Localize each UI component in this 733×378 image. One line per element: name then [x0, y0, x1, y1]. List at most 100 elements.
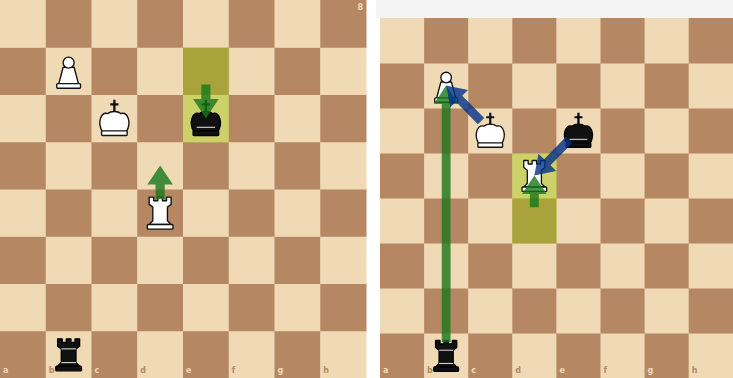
board-square	[380, 288, 425, 334]
board-square	[556, 18, 601, 64]
board-square	[275, 284, 321, 332]
board-square	[601, 333, 646, 378]
coordinate-label: b	[427, 366, 433, 375]
board-square	[137, 95, 183, 143]
board-square	[689, 288, 733, 334]
board-square	[320, 0, 366, 48]
move-arrow	[147, 165, 173, 199]
board-square	[137, 236, 183, 284]
rook-piece	[56, 339, 82, 371]
board-square	[320, 284, 366, 332]
board-square	[46, 0, 92, 48]
board-square	[137, 331, 183, 378]
board-square	[320, 95, 366, 143]
board-square	[92, 331, 138, 378]
board-square	[46, 95, 92, 143]
board-square	[424, 18, 469, 64]
board-square	[0, 142, 46, 190]
board-square	[645, 333, 690, 378]
board-square	[601, 288, 646, 334]
board-square	[380, 153, 425, 199]
board-square	[275, 331, 321, 378]
rook-piece	[434, 341, 459, 372]
coordinate-label: c	[471, 366, 476, 375]
board-square	[320, 236, 366, 284]
move-arrow	[522, 176, 547, 208]
coordinate-label: g	[278, 366, 284, 375]
board-square	[601, 63, 646, 109]
coordinate-label: e	[559, 366, 564, 375]
rook-piece	[147, 197, 173, 229]
board-square	[601, 18, 646, 64]
board-square	[46, 142, 92, 190]
pawn-piece	[57, 57, 81, 88]
board-square	[556, 198, 601, 244]
board-square	[183, 0, 229, 48]
board-square	[380, 63, 425, 109]
coordinate-label: f	[232, 366, 235, 375]
coordinate-label: h	[692, 366, 698, 375]
coordinate-label: c	[95, 366, 100, 375]
board-square	[229, 331, 275, 378]
board-square	[46, 189, 92, 237]
board-square	[645, 63, 690, 109]
board-square	[601, 153, 646, 199]
board-square	[689, 333, 733, 378]
board-square	[601, 108, 646, 154]
board-square	[137, 47, 183, 95]
coordinate-label: d	[140, 366, 146, 375]
board-square	[468, 243, 513, 289]
board-square	[689, 153, 733, 199]
board-square	[229, 284, 275, 332]
board-square	[601, 198, 646, 244]
board-square	[183, 284, 229, 332]
coordinate-label: 8	[357, 3, 363, 12]
board-square	[275, 189, 321, 237]
board-square	[689, 198, 733, 244]
board-square	[512, 243, 557, 289]
board-square	[46, 47, 92, 95]
move-arrow	[534, 137, 572, 176]
board-square	[380, 108, 425, 154]
board-square	[275, 47, 321, 95]
board-square	[601, 243, 646, 289]
board-square	[92, 284, 138, 332]
board-square	[320, 142, 366, 190]
board-square	[468, 153, 513, 199]
frame-strip	[376, 0, 733, 18]
board-square	[0, 47, 46, 95]
board-square	[0, 284, 46, 332]
board-square	[92, 0, 138, 48]
board-square	[380, 198, 425, 244]
board-square	[137, 284, 183, 332]
board-square	[183, 236, 229, 284]
board-square	[275, 236, 321, 284]
board-square	[137, 0, 183, 48]
board-square	[92, 142, 138, 190]
board-square	[468, 18, 513, 64]
board-square	[229, 95, 275, 143]
coordinate-label: e	[186, 366, 191, 375]
chess-board	[0, 0, 367, 378]
board-square	[229, 236, 275, 284]
board-square	[512, 63, 557, 109]
board-square	[556, 63, 601, 109]
board-square	[46, 236, 92, 284]
board-square	[92, 189, 138, 237]
board-square	[468, 63, 513, 109]
move-arrow	[434, 86, 459, 343]
board-square	[229, 0, 275, 48]
board-square	[229, 189, 275, 237]
board-square	[46, 331, 92, 378]
board-square	[556, 153, 601, 199]
board-square	[645, 18, 690, 64]
board-square	[183, 189, 229, 237]
board-square	[645, 153, 690, 199]
coordinate-label: g	[648, 366, 654, 375]
board-square	[229, 47, 275, 95]
board-square	[275, 0, 321, 48]
board-square	[512, 18, 557, 64]
board-square	[556, 333, 601, 378]
coordinate-label: d	[515, 366, 521, 375]
